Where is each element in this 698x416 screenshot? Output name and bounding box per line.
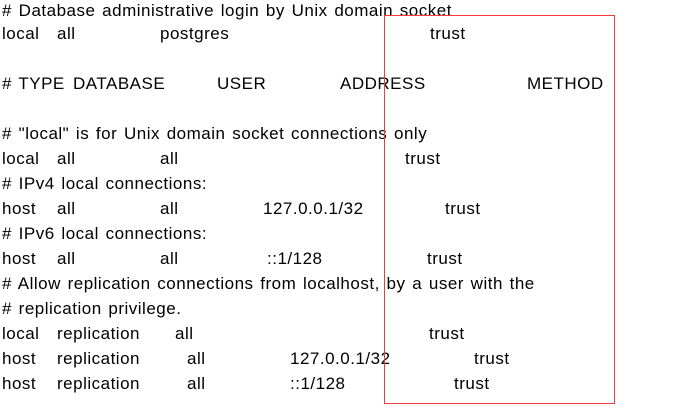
config-token: # Allow replication connections from loc… <box>2 274 535 293</box>
config-line: local all all trust <box>0 148 698 169</box>
config-token: trust <box>429 324 465 343</box>
config-line: host replication all 127.0.0.1/32 trust <box>0 348 698 369</box>
config-line: # TYPE DATABASE USER ADDRESS METHOD <box>0 73 698 94</box>
config-token: DATABASE <box>73 74 166 93</box>
config-token: METHOD <box>527 74 604 93</box>
config-token: # Database administrative login by Unix … <box>2 1 452 20</box>
config-line: # IPv4 local connections: <box>0 173 698 194</box>
config-token: trust <box>430 24 466 43</box>
config-token: replication <box>57 349 140 368</box>
config-token: host <box>2 374 37 393</box>
config-token: 127.0.0.1/32 <box>290 349 391 368</box>
config-token: # TYPE <box>2 74 65 93</box>
config-token: trust <box>445 199 481 218</box>
config-token: all <box>160 199 179 218</box>
config-line: local all postgres trust <box>0 23 698 44</box>
config-token: all <box>57 199 76 218</box>
config-token: trust <box>474 349 510 368</box>
config-token: # IPv6 local connections: <box>2 224 208 243</box>
config-token: all <box>187 349 206 368</box>
config-token: trust <box>427 249 463 268</box>
config-token: all <box>160 249 179 268</box>
config-token: all <box>187 374 206 393</box>
config-line: # IPv6 local connections: <box>0 223 698 244</box>
config-token: trust <box>454 374 490 393</box>
config-token: all <box>160 149 179 168</box>
config-token: # "local" is for Unix domain socket conn… <box>2 124 428 143</box>
config-line: host replication all::1/128 trust <box>0 373 698 394</box>
config-line: host all all 127.0.0.1/32 trust <box>0 198 698 219</box>
config-line: host all all::1/128 trust <box>0 248 698 269</box>
config-line: # "local" is for Unix domain socket conn… <box>0 123 698 144</box>
config-token: host <box>2 349 37 368</box>
config-token: replication <box>57 324 140 343</box>
config-token: postgres <box>160 24 230 43</box>
config-token: # replication privilege. <box>2 299 182 318</box>
config-token: all <box>57 149 76 168</box>
config-line: # Database administrative login by Unix … <box>0 0 698 21</box>
config-token: ::1/128 <box>267 249 323 268</box>
config-token: all <box>57 249 76 268</box>
config-line: local replication all trust <box>0 323 698 344</box>
config-token: 127.0.0.1/32 <box>263 199 364 218</box>
config-line: # replication privilege. <box>0 298 698 319</box>
config-line: # Allow replication connections from loc… <box>0 273 698 294</box>
config-token: replication <box>57 374 140 393</box>
config-token: local <box>2 149 40 168</box>
config-token: # IPv4 local connections: <box>2 174 208 193</box>
config-token: host <box>2 249 37 268</box>
config-token: local <box>2 324 40 343</box>
config-token: local <box>2 24 40 43</box>
config-token: ADDRESS <box>340 74 426 93</box>
config-token: USER <box>217 74 267 93</box>
config-token: trust <box>405 149 441 168</box>
config-token: host <box>2 199 37 218</box>
config-token: ::1/128 <box>290 374 346 393</box>
config-token: all <box>175 324 194 343</box>
config-token: all <box>57 24 76 43</box>
